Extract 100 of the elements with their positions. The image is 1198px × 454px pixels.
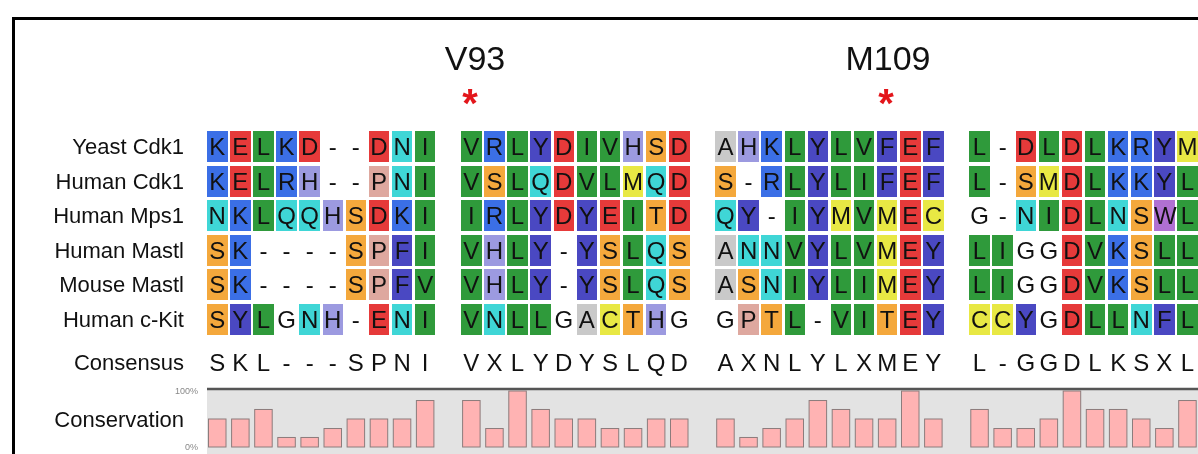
residue: - [327, 132, 338, 162]
residue-cell: Q [645, 165, 667, 197]
residue-cell: T [645, 200, 667, 231]
residue: - [258, 270, 269, 300]
consensus-residue: V [462, 348, 481, 378]
consensus-residue: Y [808, 348, 827, 378]
residue-cell: H [484, 269, 505, 300]
residue: - [327, 270, 338, 300]
residue-cell: Q [530, 165, 551, 197]
residue-cell: L [1177, 165, 1198, 197]
consensus-residue: D [669, 348, 689, 378]
residue-cell: D [368, 131, 390, 162]
residue-cell: I [784, 200, 805, 231]
residue-cell: L [1177, 200, 1198, 231]
residue-cell: Y [576, 269, 598, 300]
consensus-residue: K [231, 348, 250, 378]
sequence-name: Yeast Cdk1 [71, 133, 184, 161]
residue-cell: Q [645, 269, 667, 300]
residue: - [558, 235, 569, 266]
residue-cell: E [900, 269, 921, 300]
residue-cell: V [830, 303, 852, 335]
residue: G [969, 201, 990, 231]
residue-cell: Y [738, 200, 759, 231]
residue-cell: V [1084, 269, 1106, 300]
residue-cell: K [1107, 165, 1129, 197]
consensus-residue: Y [577, 348, 596, 378]
consensus-residue: I [420, 348, 430, 378]
residue-cell: L [969, 165, 990, 197]
residue-cell: F [923, 131, 944, 162]
residue-cell: Y [923, 303, 944, 335]
residue-cell: S [484, 165, 505, 197]
residue-cell: H [645, 303, 667, 335]
residue: - [766, 201, 777, 231]
residue: - [743, 166, 754, 197]
residue-cell: V [853, 200, 875, 231]
sequence-name: Human Cdk1 [54, 167, 184, 196]
residue-cell: M [876, 200, 898, 231]
residue-cell: L [1084, 200, 1106, 231]
residue-cell: H [322, 303, 343, 335]
residue-cell: E [599, 200, 621, 231]
residue-cell: S [599, 234, 621, 266]
residue-cell: S [738, 269, 759, 300]
residue-cell: K [276, 131, 297, 162]
residue-cell: T [761, 303, 782, 335]
residue-cell: E [230, 165, 251, 197]
sequence-name: Mouse Mastl [58, 271, 184, 299]
residue-cell: Y [923, 269, 944, 300]
residue-cell: S [345, 269, 367, 300]
residue: - [258, 235, 269, 266]
residue-cell: A [715, 131, 736, 162]
asterisk-marker: * [462, 88, 478, 118]
consensus-residue: N [761, 348, 782, 378]
residue-cell: F [876, 165, 898, 197]
residue-cell: V [576, 165, 598, 197]
residue: - [304, 270, 315, 300]
residue-cell: D [1061, 269, 1083, 300]
residue-cell: P [368, 234, 390, 266]
residue-cell: I [414, 131, 436, 162]
residue-cell: L [530, 303, 551, 335]
residue-cell: N [761, 234, 782, 266]
consensus-residue: Y [924, 348, 943, 378]
residue: G [1038, 270, 1060, 300]
residue-cell: L [1084, 303, 1106, 335]
residue-cell: E [900, 165, 921, 197]
residue-cell: Q [276, 200, 297, 231]
residue: G [553, 304, 574, 335]
residue: G [669, 304, 690, 335]
residue-cell: S [345, 200, 367, 231]
residue-cell: H [299, 165, 320, 197]
residue-cell: L [507, 131, 528, 162]
residue-cell: L [253, 200, 274, 231]
residue-cell: L [1154, 234, 1175, 266]
residue: - [327, 235, 338, 266]
consensus-residue: S [600, 348, 619, 378]
residue: - [281, 235, 292, 266]
residue-cell: Y [530, 234, 551, 266]
consensus-residue: L [255, 348, 272, 378]
residue-cell: L [830, 269, 852, 300]
consensus-residue: Y [531, 348, 550, 378]
residue-cell: V [784, 234, 805, 266]
residue-cell: Y [1154, 165, 1175, 197]
residue-cell: N [1015, 200, 1036, 231]
residue-cell: D [1061, 165, 1083, 197]
residue-cell: R [484, 131, 505, 162]
residue-cell: L [1177, 234, 1198, 266]
residue-cell: I [992, 234, 1013, 266]
residue-cell: L [507, 165, 528, 197]
residue-cell: H [322, 200, 343, 231]
residue-cell: L [253, 131, 274, 162]
residue-cell: N [761, 269, 782, 300]
axis-tick-label: 100% [174, 386, 198, 396]
residue-cell: I [576, 131, 598, 162]
residue-cell: S [207, 269, 228, 300]
residue-label: V93 [444, 38, 506, 78]
residue-cell: Y [807, 234, 829, 266]
residue-cell: I [622, 200, 644, 231]
residue-cell: D [368, 200, 390, 231]
consensus-residue: L [833, 348, 849, 378]
sequence-name: Human c-Kit [61, 305, 184, 334]
residue-cell: Y [530, 269, 551, 300]
